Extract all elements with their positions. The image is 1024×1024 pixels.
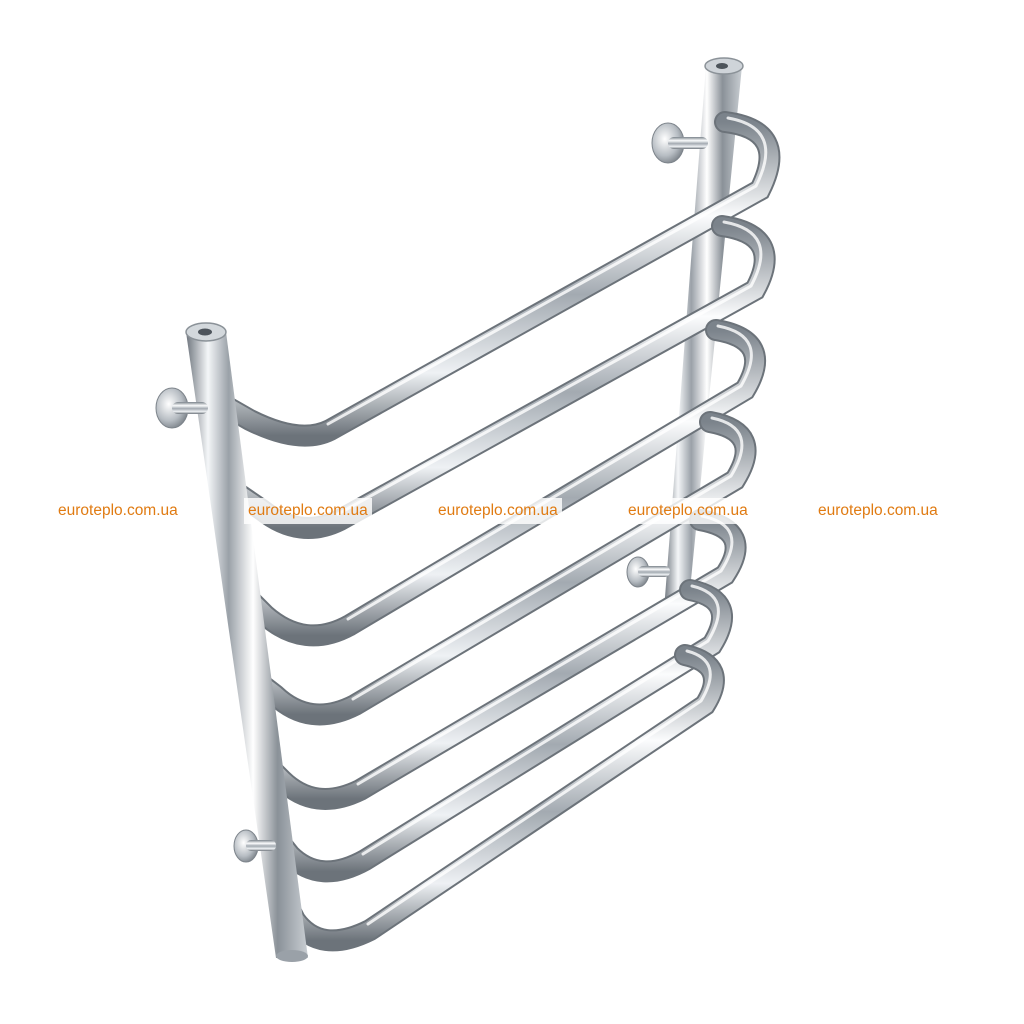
wall-bracket-bottom-left	[233, 829, 276, 863]
rail-6	[271, 579, 733, 883]
rails	[204, 111, 781, 952]
wall-bracket-top-right	[651, 122, 708, 164]
wall-bracket-top-left	[155, 387, 208, 429]
rail-1	[204, 111, 781, 447]
rail-4	[251, 411, 757, 726]
rail-7	[279, 644, 725, 952]
front-post	[185, 322, 308, 962]
wall-bracket-mid-right	[626, 556, 670, 588]
